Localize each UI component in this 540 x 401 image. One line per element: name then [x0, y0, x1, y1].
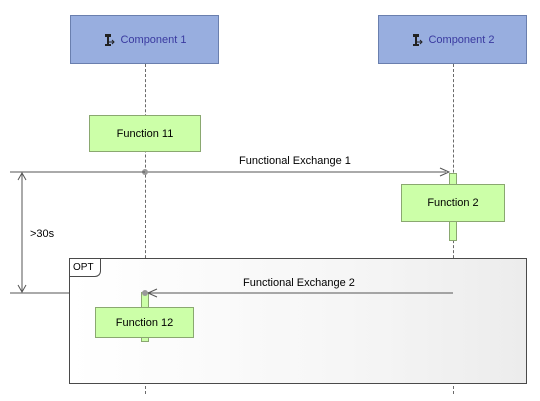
component-icon — [410, 33, 424, 47]
component-1-box[interactable]: Component 1 — [70, 15, 219, 64]
exchange-1-arrowhead — [439, 167, 451, 177]
duration-arrowhead-bottom — [17, 284, 27, 294]
function-11-box[interactable]: Function 11 — [89, 115, 201, 152]
component-2-label: Component 2 — [428, 33, 495, 46]
exchange-2-target-dot — [142, 290, 148, 296]
component-2-box[interactable]: Component 2 — [378, 15, 527, 64]
component-1-label: Component 1 — [120, 33, 187, 46]
opt-fragment[interactable]: OPT — [69, 258, 527, 384]
lifeline-component-1 — [145, 64, 146, 394]
component-icon — [102, 33, 116, 47]
function-12-label: Function 12 — [115, 316, 174, 329]
function-12-box[interactable]: Function 12 — [95, 307, 194, 338]
function-11-label: Function 11 — [116, 127, 174, 140]
duration-arrowhead-top — [17, 171, 27, 181]
function-2-box[interactable]: Function 2 — [401, 184, 505, 222]
fragment-operator-label: OPT — [70, 259, 101, 277]
exchange-2-label: Functional Exchange 2 — [243, 277, 355, 289]
function-2-label: Function 2 — [427, 197, 479, 209]
exchange-1-label: Functional Exchange 1 — [239, 155, 351, 167]
duration-constraint-label: >30s — [30, 228, 55, 240]
